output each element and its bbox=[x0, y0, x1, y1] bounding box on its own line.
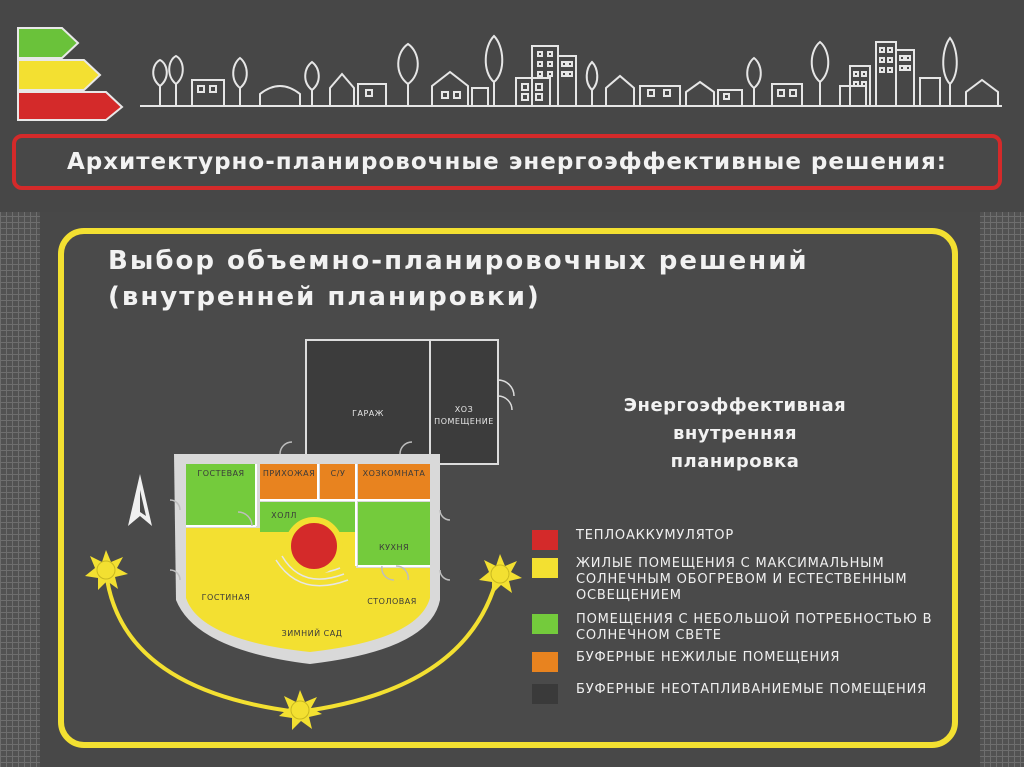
room-label-guest: ГОСТЕВАЯ bbox=[197, 469, 244, 478]
room-label-utility-2: ПОМЕЩЕНИЕ bbox=[434, 417, 494, 426]
energy-rating-arrows-icon bbox=[17, 27, 124, 121]
room-label-wc: С/У bbox=[331, 469, 346, 478]
garage-room bbox=[305, 339, 431, 465]
legend-item: БУФЕРНЫЕ НЕОТАПЛИВАНИЕМЫЕ ПОМЕЩЕНИЯ bbox=[532, 682, 946, 704]
room-label-utility-1: ХОЗ bbox=[455, 405, 473, 414]
room-label-garage: ГАРАЖ bbox=[352, 409, 384, 418]
room-label-kitchen: КУХНЯ bbox=[379, 543, 409, 552]
legend-text: ПОМЕЩЕНИЯ С НЕБОЛЬШОЙ ПОТРЕБНОСТЬЮ В СОЛ… bbox=[576, 612, 933, 643]
room-label-storage: ХОЗКОМНАТА bbox=[363, 469, 426, 478]
legend-swatch bbox=[532, 614, 558, 634]
energy-line-3: планировка bbox=[670, 451, 800, 472]
legend-text: ЖИЛЫЕ ПОМЕЩЕНИЯ С МАКСИМАЛЬНЫМ СОЛНЕЧНЫМ… bbox=[576, 556, 908, 603]
north-arrow-icon bbox=[128, 474, 152, 526]
legend-item: ПОМЕЩЕНИЯ С НЕБОЛЬШОЙ ПОТРЕБНОСТЬЮ В СОЛ… bbox=[532, 612, 946, 644]
storage-room bbox=[358, 464, 430, 500]
room-label-dining: СТОЛОВАЯ bbox=[367, 597, 417, 606]
legend-swatch bbox=[532, 558, 558, 578]
thermal-accumulator bbox=[285, 517, 343, 575]
legend-text: БУФЕРНЫЕ НЕОТАПЛИВАНИЕМЫЕ ПОМЕЩЕНИЯ bbox=[576, 682, 927, 697]
city-skyline-icon bbox=[140, 34, 1002, 107]
sun-icon bbox=[279, 690, 322, 730]
legend-text: БУФЕРНЫЕ НЕЖИЛЫЕ ПОМЕЩЕНИЯ bbox=[576, 650, 841, 665]
room-label-hall: ХОЛЛ bbox=[271, 511, 297, 520]
garage-door bbox=[497, 379, 515, 411]
utility-room bbox=[429, 339, 499, 465]
heading-line-2: (внутренней планировки) bbox=[108, 282, 541, 312]
legend-swatch bbox=[532, 652, 558, 672]
legend-swatch bbox=[532, 684, 558, 704]
guest-room bbox=[186, 464, 256, 526]
room-label-hallway: ПРИХОЖАЯ bbox=[263, 469, 315, 478]
panel-heading: Выбор объемно-планировочных решений (вну… bbox=[108, 243, 809, 315]
legend-text: ТЕПЛОАККУМУЛЯТОР bbox=[576, 528, 734, 543]
legend-item: ТЕПЛОАККУМУЛЯТОР bbox=[532, 528, 946, 550]
kitchen-room bbox=[358, 502, 430, 566]
wc-room bbox=[320, 464, 356, 500]
room-label-living: ГОСТИНАЯ bbox=[202, 593, 251, 602]
living-zone bbox=[186, 528, 430, 652]
energy-line-2: внутренняя bbox=[672, 423, 798, 444]
heading-line-1: Выбор объемно-планировочных решений bbox=[108, 246, 809, 276]
sun-icon bbox=[479, 554, 522, 594]
energy-line-1: Энергоэффективная bbox=[623, 395, 847, 416]
title-box: Архитектурно-планировочные энергоэффекти… bbox=[12, 134, 1002, 190]
sun-icon bbox=[85, 550, 128, 590]
legend-item: ЖИЛЫЕ ПОМЕЩЕНИЯ С МАКСИМАЛЬНЫМ СОЛНЕЧНЫМ… bbox=[532, 556, 946, 604]
legend-item: БУФЕРНЫЕ НЕЖИЛЫЕ ПОМЕЩЕНИЯ bbox=[532, 650, 946, 672]
energy-caption: Энергоэффективная внутренняя планировка bbox=[580, 392, 890, 476]
page-title: Архитектурно-планировочные энергоэффекти… bbox=[66, 149, 947, 175]
room-label-winter-garden: ЗИМНИЙ САД bbox=[282, 627, 343, 638]
legend-swatch bbox=[532, 530, 558, 550]
hallway-room bbox=[260, 464, 318, 500]
